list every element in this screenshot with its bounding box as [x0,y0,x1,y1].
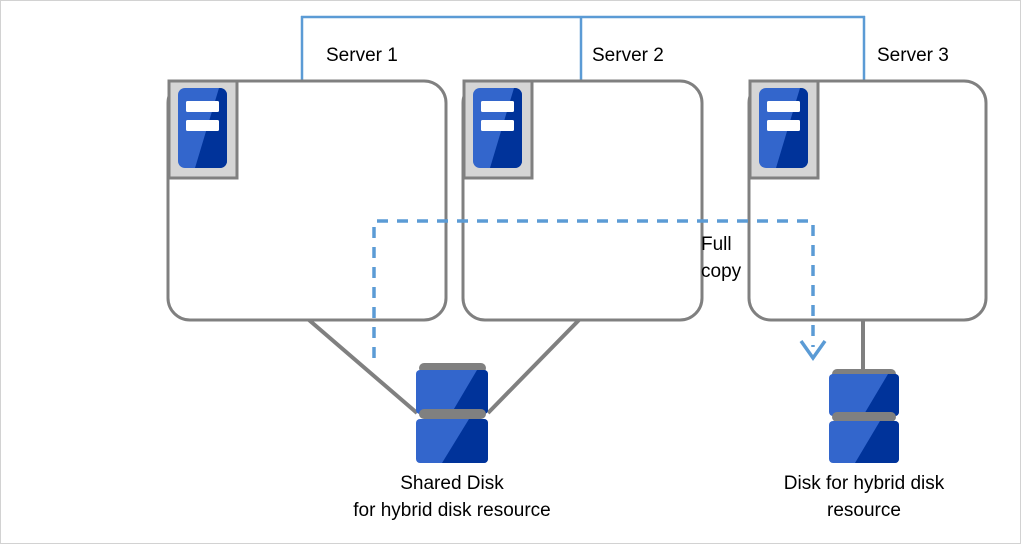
server-icon-3 [748,79,820,180]
shared-disk-connectors [307,318,581,415]
server-label-2: Server 2 [592,45,664,66]
server-icon-1 [167,79,239,180]
shared-disk-caption: Shared Disk for hybrid disk resource [353,473,551,521]
server-label-1: Server 1 [326,45,398,66]
server-icon-2 [462,79,534,180]
shared-disk-icon [416,363,488,463]
server-label-3: Server 3 [877,45,949,66]
hybrid-disk-caption: Disk for hybrid disk resource [783,473,945,521]
full-copy-label: Full copy [701,234,742,282]
network-interconnect [300,15,866,80]
full-copy-arrow [372,219,827,362]
hybrid-disk-icon [829,369,899,463]
